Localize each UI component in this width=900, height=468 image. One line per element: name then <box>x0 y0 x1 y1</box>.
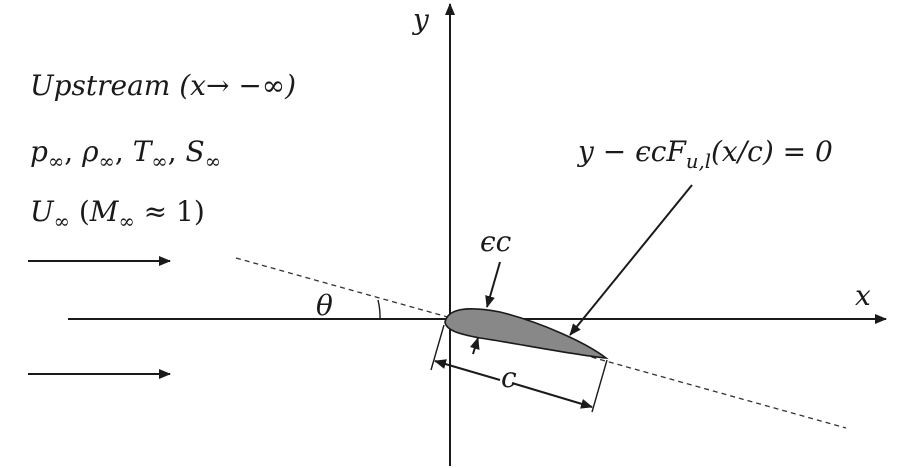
surface-equation: y − ϵcFu,l(x/c) = 0 <box>578 135 833 173</box>
thickness-arrow-top <box>485 261 501 308</box>
x-axis-label: x <box>855 279 871 312</box>
chord-dimension-arrow-left <box>434 359 501 381</box>
thickness-label: ϵc <box>480 225 512 258</box>
upstream-heading: Upstream (x→ −∞) <box>30 69 297 102</box>
freestream-velocity-label: U∞ (M∞ ≈ 1) <box>30 195 205 233</box>
angle-label: θ <box>316 289 333 322</box>
y-axis-label: y <box>413 3 429 36</box>
angle-arc <box>377 299 381 321</box>
freestream-state-label: p∞, ρ∞, T∞, S∞ <box>30 135 222 173</box>
chord-extension-left <box>430 324 445 371</box>
chord-dimension-arrow-right <box>511 382 593 409</box>
surface-pointer-arrow <box>569 184 693 336</box>
thickness-arrow-bottom <box>469 337 480 355</box>
airfoil <box>444 308 609 360</box>
chord-extension-right <box>591 359 608 413</box>
chord-label: c <box>501 361 517 394</box>
